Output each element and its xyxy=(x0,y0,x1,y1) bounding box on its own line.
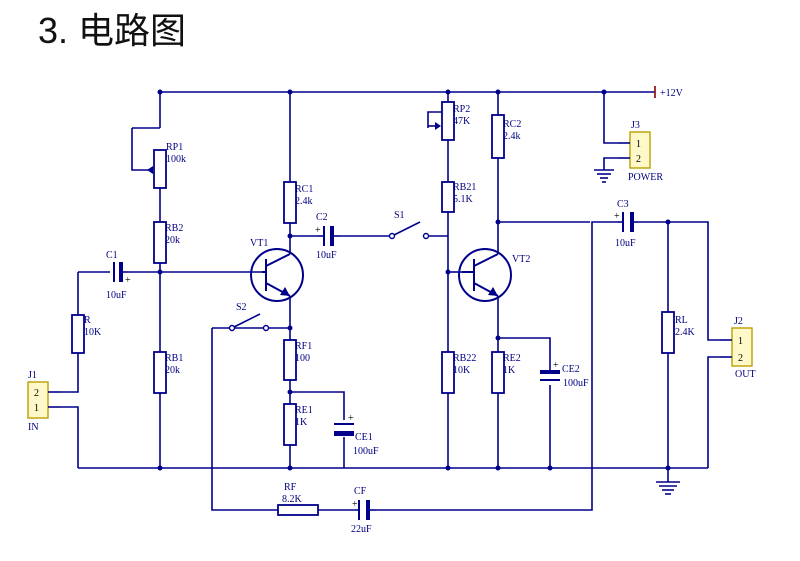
ce1-value: 100uF xyxy=(353,446,379,457)
rf-value: 8.2K xyxy=(282,494,303,505)
j1-connector: 2 1 J1 IN xyxy=(27,370,60,433)
j3-name: J3 xyxy=(631,120,640,131)
supply-label: +12V xyxy=(660,88,684,99)
r-name: R xyxy=(84,315,91,326)
ce2-value: 100uF xyxy=(563,378,589,389)
j2-connector: 1 2 J2 OUT xyxy=(720,316,756,380)
ce2-name: CE2 xyxy=(562,364,580,375)
c3-value: 10uF xyxy=(615,238,636,249)
rp2-value: 47K xyxy=(453,116,471,127)
j3-label: POWER xyxy=(628,172,663,183)
re2-resistor: RE2 1K xyxy=(491,351,521,394)
c2-value: 10uF xyxy=(316,250,337,261)
page-title: 3. 电路图 xyxy=(38,10,187,51)
re1-name: RE1 xyxy=(295,405,313,416)
j1-pin-bottom: 1 xyxy=(34,403,39,414)
j2-pin-bottom: 2 xyxy=(738,353,743,364)
rb1-resistor: RB1 20k xyxy=(153,351,183,394)
s1-name: S1 xyxy=(394,210,405,221)
c1-name: C1 xyxy=(106,250,118,261)
rp1-potentiometer: RP1 100k xyxy=(147,142,186,189)
rb22-resistor: RB22 10K xyxy=(441,351,476,394)
rc1-name: RC1 xyxy=(295,184,313,195)
supply-terminal: +12V xyxy=(654,86,684,99)
rp2-name: RP2 xyxy=(453,104,470,115)
junctions xyxy=(157,89,671,471)
rb1-value: 20k xyxy=(165,365,180,376)
svg-text:+: + xyxy=(614,211,620,222)
svg-text:+: + xyxy=(553,360,559,371)
rb21-name: RB21 xyxy=(453,182,476,193)
vt1-transistor: VT1 xyxy=(250,238,304,302)
re1-resistor: RE1 1K xyxy=(283,403,313,446)
re1-value: 1K xyxy=(295,417,308,428)
rc1-value: 2.4k xyxy=(295,196,313,207)
rc2-name: RC2 xyxy=(503,119,521,130)
c1-capacitor: C1 10uF + xyxy=(106,250,131,301)
rf-name: RF xyxy=(284,482,297,493)
svg-text:+: + xyxy=(315,225,321,236)
j2-name: J2 xyxy=(734,316,743,327)
svg-text:+: + xyxy=(125,275,131,286)
r-value: 10K xyxy=(84,327,102,338)
j2-label: OUT xyxy=(735,369,756,380)
c3-name: C3 xyxy=(617,199,629,210)
vt1-name: VT1 xyxy=(250,238,268,249)
ce2-capacitor: + CE2 100uF xyxy=(540,360,589,389)
j1-label: IN xyxy=(28,422,39,433)
j3-connector: 1 2 J3 POWER xyxy=(618,120,663,183)
re2-name: RE2 xyxy=(503,353,521,364)
s2-name: S2 xyxy=(236,302,247,313)
rb2-value: 20k xyxy=(165,235,180,246)
c3-capacitor: + C3 10uF xyxy=(614,199,638,249)
rp1-value: 100k xyxy=(166,154,186,165)
rc1-resistor: RC1 2.4k xyxy=(283,181,313,224)
vt2-transistor: VT2 xyxy=(458,248,530,302)
cf-capacitor: + CF 22uF xyxy=(351,486,376,535)
c2-capacitor: + C2 10uF xyxy=(315,212,340,261)
wires xyxy=(60,91,720,511)
rc2-resistor: RC2 2.4k xyxy=(491,114,521,159)
rp1-name: RP1 xyxy=(166,142,183,153)
rf1-resistor: RF1 100 xyxy=(283,339,312,381)
ce1-name: CE1 xyxy=(355,432,373,443)
r-resistor: R 10K xyxy=(71,314,102,354)
cf-value: 22uF xyxy=(351,524,372,535)
j3-pin-bottom: 2 xyxy=(636,154,641,165)
rb21-value: 5.1K xyxy=(453,194,474,205)
rl-name: RL xyxy=(675,315,688,326)
j3-pin-top: 1 xyxy=(636,139,641,150)
rb22-name: RB22 xyxy=(453,353,476,364)
ground-icon xyxy=(594,169,614,183)
rb2-resistor: RB2 20k xyxy=(153,221,183,264)
j1-pin-top: 2 xyxy=(34,388,39,399)
rf-resistor: RF 8.2K xyxy=(277,482,319,516)
c1-value: 10uF xyxy=(106,290,127,301)
rp2-potentiometer: RP2 47K xyxy=(428,101,471,141)
rb2-name: RB2 xyxy=(165,223,183,234)
vt2-name: VT2 xyxy=(512,254,530,265)
svg-text:+: + xyxy=(348,413,354,424)
re2-value: 1K xyxy=(503,365,516,376)
rf1-value: 100 xyxy=(295,353,310,364)
rc2-value: 2.4k xyxy=(503,131,521,142)
rb21-resistor: RB21 5.1K xyxy=(441,181,476,213)
j2-pin-top: 1 xyxy=(738,336,743,347)
j1-name: J1 xyxy=(28,370,37,381)
rb22-value: 10K xyxy=(453,365,471,376)
cf-name: CF xyxy=(354,486,367,497)
rl-value: 2.4K xyxy=(675,327,696,338)
ce1-capacitor: + CE1 100uF xyxy=(334,413,379,457)
s1-switch: S1 xyxy=(388,210,430,240)
rb1-name: RB1 xyxy=(165,353,183,364)
c2-name: C2 xyxy=(316,212,328,223)
svg-text:+: + xyxy=(352,499,358,510)
ground-icon xyxy=(656,481,680,495)
rl-resistor: RL 2.4K xyxy=(661,311,696,354)
rf1-name: RF1 xyxy=(295,341,312,352)
s2-switch: S2 xyxy=(228,302,270,332)
